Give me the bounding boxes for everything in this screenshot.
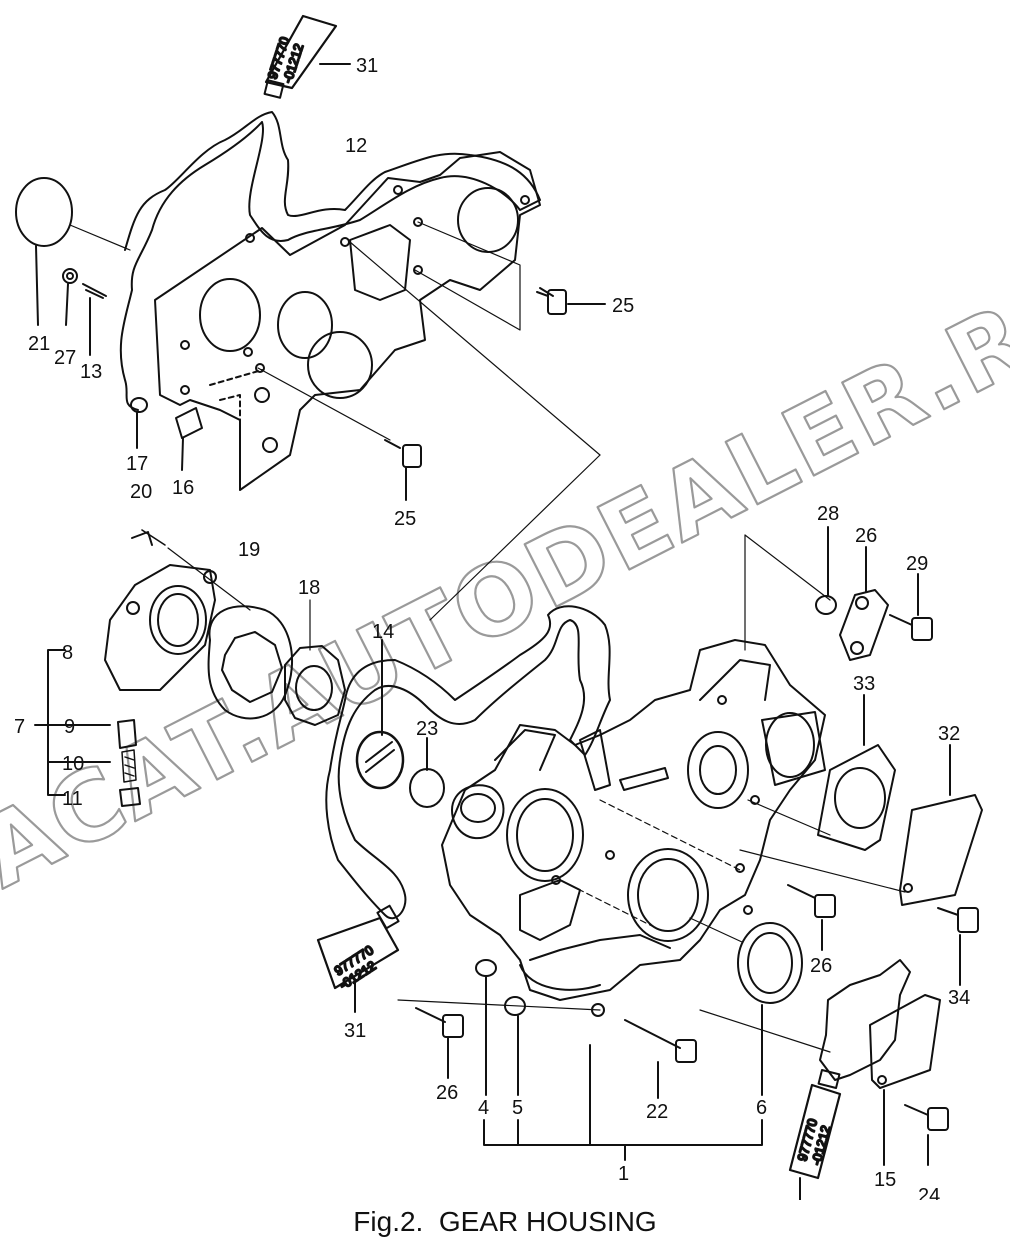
callout-6: 6: [756, 1097, 767, 1119]
callout-10: 10: [62, 753, 84, 775]
callout-29: 28: [817, 503, 839, 525]
callout-8: 8: [62, 642, 73, 664]
callout-15: 15: [874, 1169, 896, 1191]
callout-5: 5: [512, 1097, 523, 1119]
callout-16: 16: [172, 477, 194, 499]
callout-1: 1: [618, 1163, 629, 1185]
watermark-text: ACAT.AUTODEALER.RU: [0, 246, 1010, 910]
callout-28: 26: [855, 525, 877, 547]
callout-30: 29: [906, 553, 928, 575]
callout-23: 23: [416, 718, 438, 740]
callout-18: 18: [298, 577, 320, 599]
callout-26: 26: [810, 955, 832, 977]
callout-32: 32: [938, 723, 960, 745]
callout-9: 9: [64, 716, 75, 738]
exploded-view-drawing: ACAT.AUTODEALER.RU 977770 -01212: [0, 14, 1010, 1230]
callout-31: 31: [356, 55, 378, 77]
callout-14: 14: [372, 621, 394, 643]
callout-17: 17: [126, 453, 148, 475]
callout-22: 22: [646, 1101, 668, 1123]
figure-caption: Fig.2. GEAR HOUSING: [353, 1206, 657, 1237]
callout-33: 33: [853, 673, 875, 695]
callout-13: 13: [80, 361, 102, 383]
callout-21: 21: [28, 333, 50, 355]
o-ring-icon: [15, 177, 73, 247]
callout-25: 25: [612, 295, 634, 317]
callout-24: 24: [918, 1185, 940, 1200]
callout-27: 27: [54, 347, 76, 369]
callout-25: 25: [394, 508, 416, 530]
callout-26: 26: [436, 1082, 458, 1104]
sealant-tube-icon: 977770 -01212: [263, 14, 338, 99]
callout-34: 34: [948, 987, 970, 1009]
callout-7: 7: [14, 716, 25, 738]
callout-20: 20: [130, 481, 152, 503]
callout-31: 31: [344, 1020, 366, 1042]
callout-19: 19: [238, 539, 260, 561]
callout-4: 4: [478, 1097, 489, 1119]
callout-12: 12: [345, 135, 367, 157]
callout-11: 11: [62, 788, 83, 810]
